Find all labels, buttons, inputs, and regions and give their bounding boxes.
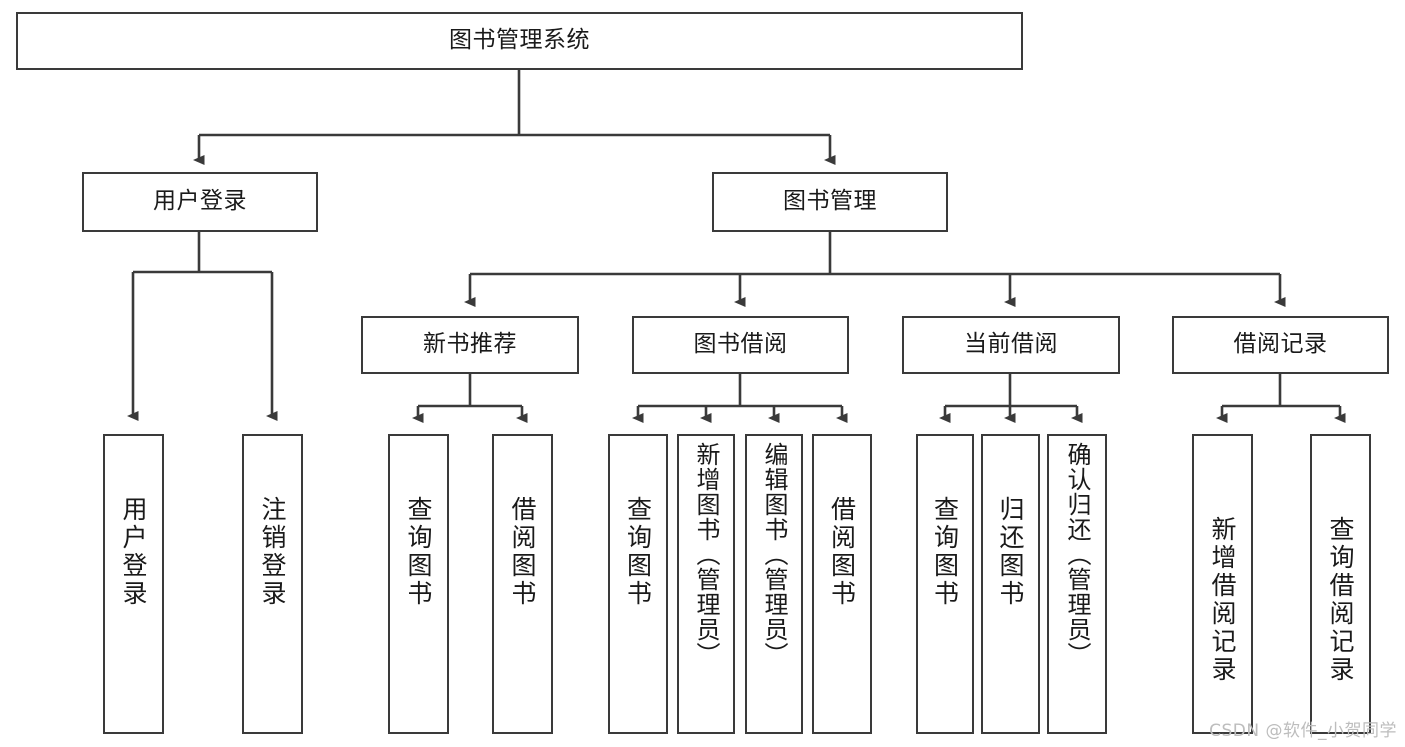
node-leaf-borrow-query-label: 查询图书 bbox=[623, 496, 653, 608]
node-leaf-newbook-query[interactable]: 查询图书 bbox=[388, 434, 449, 734]
node-current-borrow-label: 当前借阅 bbox=[964, 331, 1058, 358]
node-leaf-newbook-borrow[interactable]: 借阅图书 bbox=[492, 434, 553, 734]
node-book-manage[interactable]: 图书管理 bbox=[712, 172, 948, 232]
node-leaf-current-confirm-label: 确认归还（管理员） bbox=[1063, 442, 1091, 667]
node-leaf-record-query-label: 查询借阅记录 bbox=[1326, 516, 1355, 684]
node-new-book-label: 新书推荐 bbox=[423, 331, 517, 358]
node-leaf-borrow-add-label: 新增图书（管理员） bbox=[692, 442, 720, 667]
node-borrow[interactable]: 图书借阅 bbox=[632, 316, 849, 374]
node-leaf-user-logout-label: 注销登录 bbox=[258, 496, 287, 608]
node-new-book[interactable]: 新书推荐 bbox=[361, 316, 579, 374]
node-leaf-current-query-label: 查询图书 bbox=[930, 496, 960, 608]
node-leaf-borrow-query[interactable]: 查询图书 bbox=[608, 434, 668, 734]
node-leaf-record-query[interactable]: 查询借阅记录 bbox=[1310, 434, 1371, 734]
node-leaf-current-confirm[interactable]: 确认归还（管理员） bbox=[1047, 434, 1107, 734]
node-leaf-user-logout[interactable]: 注销登录 bbox=[242, 434, 303, 734]
node-leaf-user-login-1-label: 用户登录 bbox=[119, 496, 148, 608]
node-leaf-record-add[interactable]: 新增借阅记录 bbox=[1192, 434, 1253, 734]
node-borrow-record-label: 借阅记录 bbox=[1233, 331, 1328, 358]
node-root-label: 图书管理系统 bbox=[449, 27, 590, 54]
node-book-manage-label: 图书管理 bbox=[783, 188, 877, 215]
node-leaf-newbook-query-label: 查询图书 bbox=[404, 496, 433, 608]
node-leaf-current-return[interactable]: 归还图书 bbox=[981, 434, 1040, 734]
node-leaf-record-add-label: 新增借阅记录 bbox=[1208, 516, 1237, 684]
node-user-login[interactable]: 用户登录 bbox=[82, 172, 318, 232]
node-leaf-newbook-borrow-label: 借阅图书 bbox=[508, 496, 537, 608]
node-current-borrow[interactable]: 当前借阅 bbox=[902, 316, 1120, 374]
node-leaf-current-return-label: 归还图书 bbox=[996, 496, 1025, 608]
node-leaf-user-login-1[interactable]: 用户登录 bbox=[103, 434, 164, 734]
node-leaf-borrow-edit[interactable]: 编辑图书（管理员） bbox=[745, 434, 803, 734]
node-leaf-borrow-do-label: 借阅图书 bbox=[827, 496, 857, 608]
csdn-watermark: CSDN @软件_小贺同学 bbox=[1209, 721, 1397, 741]
node-leaf-borrow-edit-label: 编辑图书（管理员） bbox=[760, 442, 788, 667]
node-root[interactable]: 图书管理系统 bbox=[16, 12, 1023, 70]
node-leaf-current-query[interactable]: 查询图书 bbox=[916, 434, 974, 734]
node-borrow-record[interactable]: 借阅记录 bbox=[1172, 316, 1389, 374]
node-user-login-label: 用户登录 bbox=[153, 188, 247, 215]
node-leaf-borrow-add[interactable]: 新增图书（管理员） bbox=[677, 434, 735, 734]
node-borrow-label: 图书借阅 bbox=[693, 331, 788, 358]
node-leaf-borrow-do[interactable]: 借阅图书 bbox=[812, 434, 872, 734]
